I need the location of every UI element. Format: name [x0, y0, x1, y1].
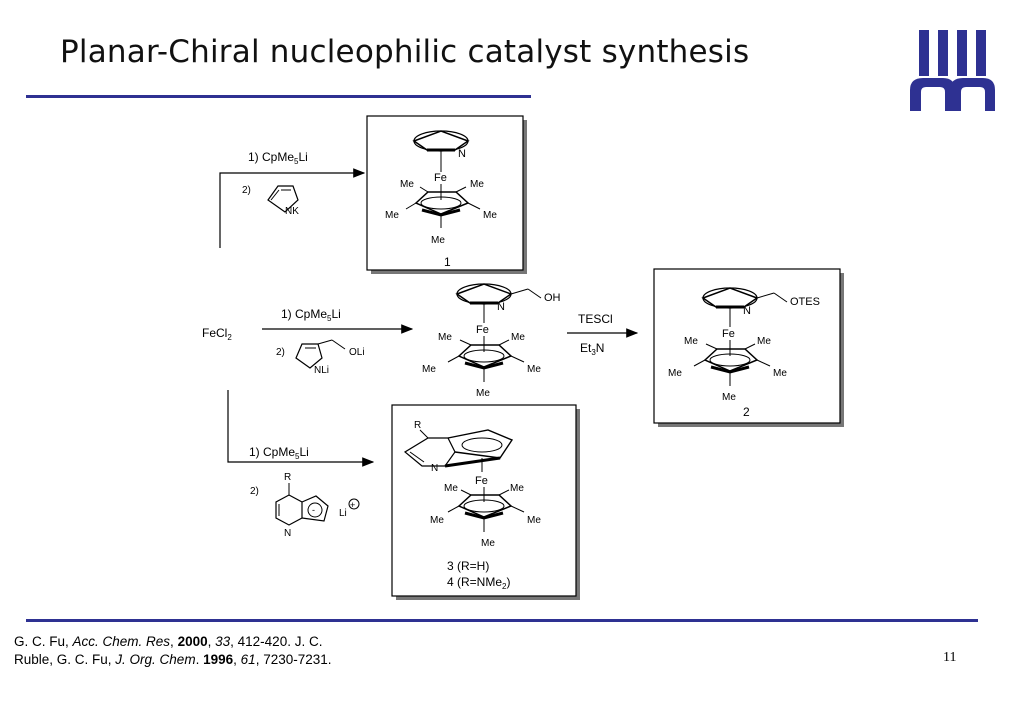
methyl-label: Me [385, 210, 399, 221]
svg-text:Me: Me [511, 332, 525, 343]
svg-text:Fe: Fe [475, 475, 488, 487]
route2-step1: 1) CpMe5Li [281, 307, 341, 323]
svg-text:Me: Me [722, 392, 736, 403]
reference-line: G. C. Fu, Acc. Chem. Res, 2000, 33, 412-… [14, 634, 323, 649]
svg-text:Fe: Fe [722, 328, 735, 340]
route3-step2-label: 2) [250, 486, 259, 497]
reagent-atom-oli: OLi [349, 347, 365, 358]
svg-text:Me: Me [757, 336, 771, 347]
svg-text:Me: Me [684, 336, 698, 347]
svg-text:N: N [743, 305, 751, 317]
methyl-label: Me [400, 179, 414, 190]
route2-step2-label: 2) [276, 347, 285, 358]
reference-line: Ruble, G. C. Fu, J. Org. Chem. 1996, 61,… [14, 652, 332, 667]
svg-text:N: N [431, 463, 438, 474]
conditions-tescl: TESCl [578, 312, 613, 326]
svg-text:R: R [414, 420, 421, 431]
start-reagent: FeCl2 [202, 326, 232, 342]
references: G. C. Fu, Acc. Chem. Res, 2000, 33, 412-… [14, 633, 332, 669]
conditions-et3n: Et3N [580, 341, 604, 357]
svg-text:+: + [350, 500, 355, 510]
svg-text:N: N [497, 301, 505, 313]
svg-text:Me: Me [773, 368, 787, 379]
compound-label-3: 3 (R=H) [447, 559, 489, 573]
university-logo-icon [910, 30, 995, 111]
svg-text:Me: Me [444, 483, 458, 494]
methyl-label: Me [483, 210, 497, 221]
methyl-label: Me [470, 179, 484, 190]
reaction-scheme: N Fe Me Me Me Me Me 1 1) CpMe5Li 2) NK F… [202, 115, 844, 600]
product-1-box: N Fe Me Me Me Me Me 1 [366, 115, 527, 274]
slide-title: Planar-Chiral nucleophilic catalyst synt… [60, 34, 750, 70]
footer-divider [26, 619, 978, 622]
svg-text:-: - [312, 505, 315, 515]
product-3-4-box: R N Fe Me Me Me Me Me 3 (R=H) 4 (R=NMe2) [391, 404, 580, 600]
svg-text:Me: Me [510, 483, 524, 494]
page-number: 11 [943, 650, 957, 665]
intermediate-alcohol: N OH Fe Me Me Me Me Me [422, 283, 561, 399]
svg-text:R: R [284, 472, 291, 483]
svg-text:Me: Me [527, 364, 541, 375]
title-underline [26, 95, 531, 98]
reagent-atom-nli: NLi [314, 365, 329, 376]
svg-text:N: N [284, 528, 291, 539]
atom-n: N [458, 148, 466, 160]
atom-fe: Fe [434, 172, 447, 184]
svg-text:Me: Me [438, 332, 452, 343]
svg-text:Li: Li [339, 508, 347, 519]
svg-text:Me: Me [430, 515, 444, 526]
svg-text:Me: Me [422, 364, 436, 375]
methyl-label: Me [431, 235, 445, 246]
pyrrolide-atom: NK [285, 206, 299, 217]
svg-text:Me: Me [668, 368, 682, 379]
svg-text:OTES: OTES [790, 296, 820, 308]
svg-text:Me: Me [527, 515, 541, 526]
svg-text:OH: OH [544, 292, 561, 304]
svg-text:Me: Me [476, 388, 490, 399]
route1-step2-label: 2) [242, 185, 251, 196]
compound-number-2: 2 [743, 405, 750, 419]
route1-step1: 1) CpMe5Li [248, 150, 308, 166]
route3-step1: 1) CpMe5Li [249, 445, 309, 461]
compound-number-1: 1 [444, 255, 451, 269]
compound-label-4: 4 (R=NMe2) [447, 575, 510, 591]
product-2-box: N OTES Fe Me Me Me Me Me 2 [653, 268, 844, 427]
svg-text:Fe: Fe [476, 324, 489, 336]
svg-text:Me: Me [481, 538, 495, 549]
